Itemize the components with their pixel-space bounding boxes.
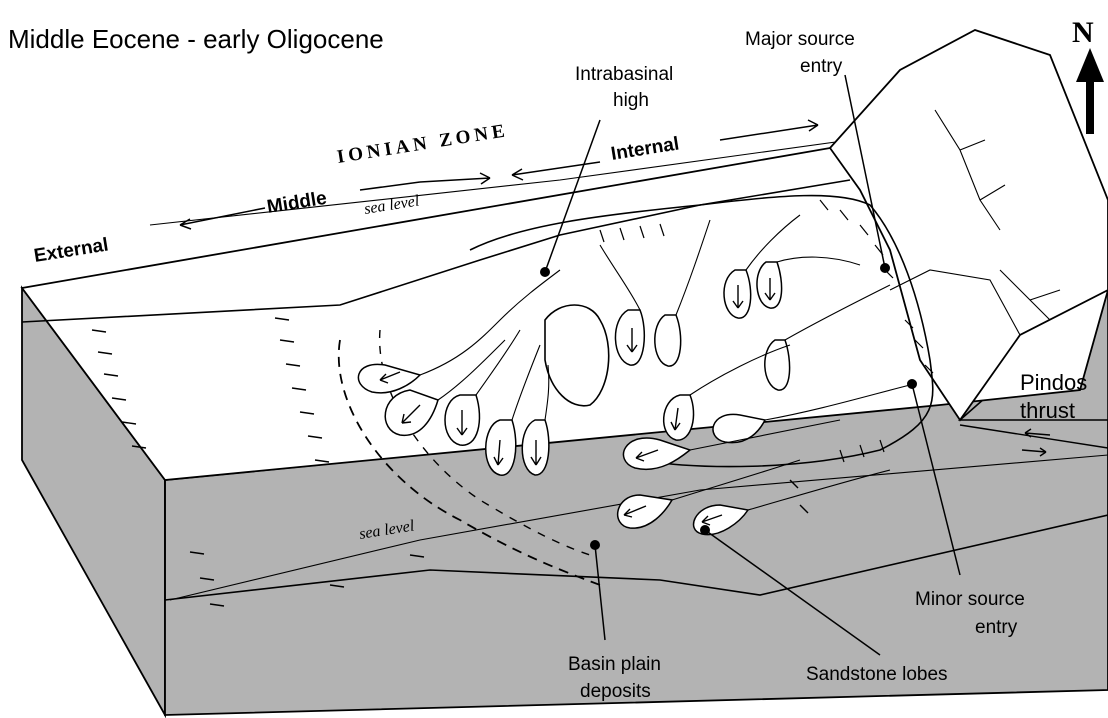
zone-middle-label: Middle <box>265 188 328 218</box>
zone-internal-label: Internal <box>609 133 680 164</box>
lobe <box>655 315 681 366</box>
arrow-internal-right <box>720 120 818 140</box>
north-label: N <box>1072 16 1094 49</box>
intrabasinal-label-line1: Intrabasinal <box>575 64 673 85</box>
major-source-label-line2: entry <box>800 56 843 77</box>
basin-plain-label-line1: Basin plain <box>568 654 661 675</box>
zone-title: IONIAN ZONE <box>335 120 509 168</box>
basin-plain-label-line2: deposits <box>580 681 651 702</box>
arrow-middle-right <box>420 173 490 184</box>
lobe <box>757 262 782 308</box>
arrow-middle-left <box>360 182 420 190</box>
minor-source-label-line2: entry <box>975 617 1018 638</box>
north-arrow <box>1076 48 1104 134</box>
lobe <box>765 340 790 390</box>
north-arrow-head <box>1076 48 1104 82</box>
arrow-internal-left <box>512 162 600 180</box>
sandstone-lobes-label: Sandstone lobes <box>806 664 948 685</box>
sea-level-label-upper: sea level <box>363 192 421 218</box>
diagram-title: Middle Eocene - early Oligocene <box>8 24 384 54</box>
intrabasinal-label-line2: high <box>613 90 649 111</box>
major-source-label-line1: Major source <box>745 29 855 50</box>
lobe <box>486 420 516 475</box>
arrow-external <box>180 208 265 229</box>
minor-source-label-line1: Minor source <box>915 589 1025 610</box>
north-arrow-shaft <box>1086 80 1094 134</box>
pindos-label-line1: Pindos <box>1020 370 1087 395</box>
lobe <box>615 310 644 365</box>
pindos-label-line2: thrust <box>1020 398 1075 423</box>
zone-external-label: External <box>32 234 109 266</box>
